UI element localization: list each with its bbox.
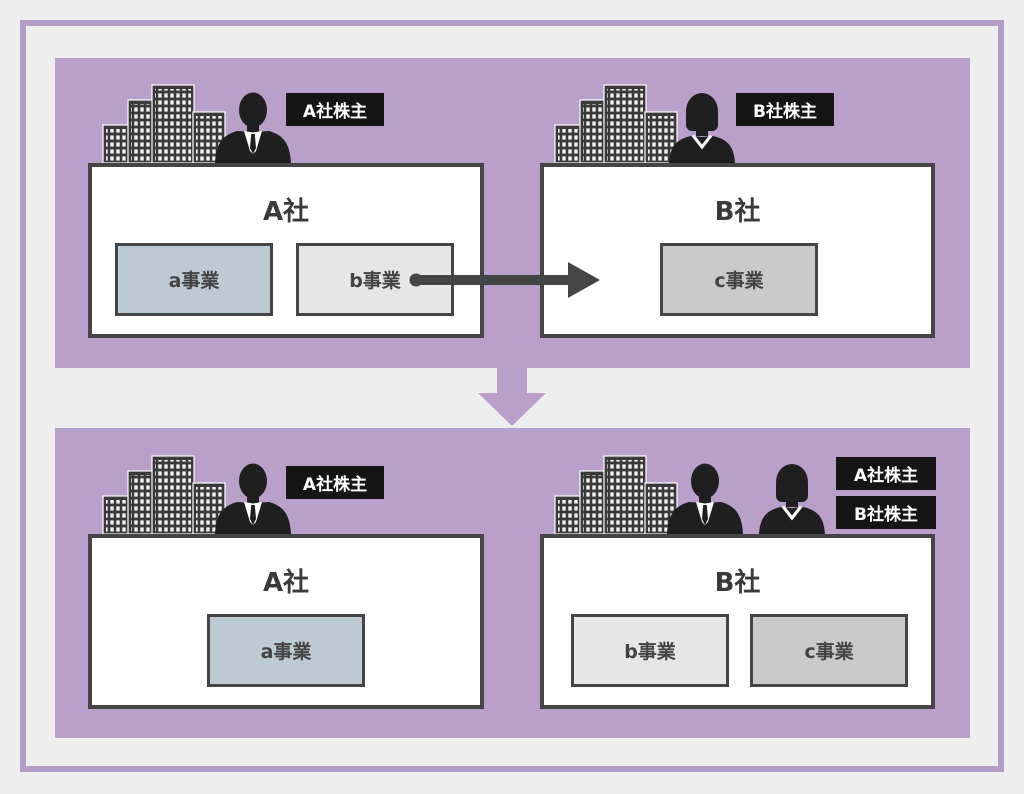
outer-frame — [20, 20, 1004, 772]
business-box-b: b事業 — [296, 243, 454, 316]
building-cluster-icon — [554, 84, 678, 164]
shareholder-label: B社株主 — [836, 496, 936, 529]
company-b-box-after: B社 b事業 c事業 — [540, 534, 935, 709]
building-cluster-icon — [102, 84, 226, 164]
shareholder-label: A社株主 — [286, 93, 384, 126]
company-a-box-before: A社 a事業 b事業 — [88, 163, 484, 338]
shareholder-label: A社株主 — [836, 457, 936, 490]
businessman-icon — [215, 463, 291, 534]
businesswoman-icon — [669, 93, 735, 163]
company-title: B社 — [714, 568, 761, 598]
shareholder-label: A社株主 — [286, 466, 384, 499]
business-box-c: c事業 — [660, 243, 818, 316]
building-cluster-icon — [554, 455, 678, 535]
businesswoman-icon — [759, 464, 825, 534]
building-cluster-icon — [102, 455, 226, 535]
businessman-icon — [215, 92, 291, 163]
businessman-icon — [667, 463, 743, 534]
business-box-b: b事業 — [571, 614, 729, 687]
company-title: A社 — [262, 197, 310, 227]
company-title: B社 — [714, 197, 761, 227]
business-box-a: a事業 — [115, 243, 273, 316]
business-box-a: a事業 — [207, 614, 365, 687]
business-box-c: c事業 — [750, 614, 908, 687]
company-b-box-before: B社 c事業 — [540, 163, 935, 338]
shareholder-label: B社株主 — [736, 93, 834, 126]
company-title: A社 — [262, 568, 310, 598]
company-a-box-after: A社 a事業 — [88, 534, 484, 709]
